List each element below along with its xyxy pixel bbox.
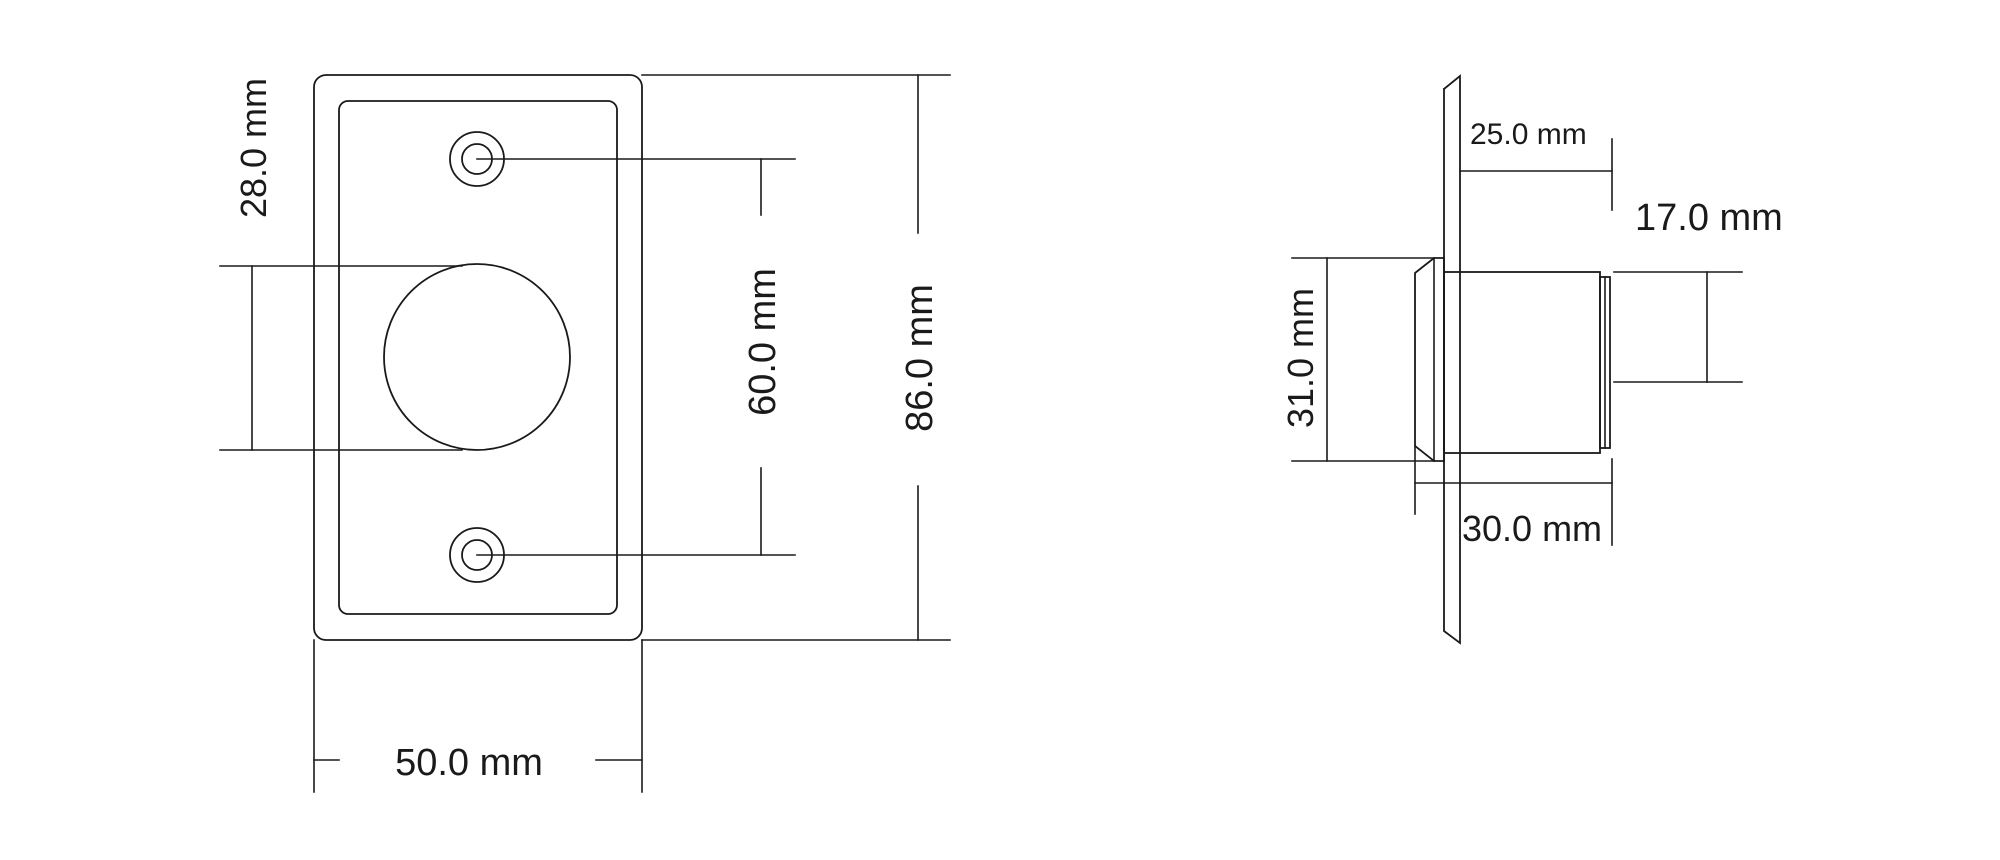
front-plate-inner-frame [338, 100, 618, 615]
width-label: 50.0 mm [395, 742, 543, 784]
plunger-diameter-label: 17.0 mm [1635, 197, 1783, 239]
total-height-label: 86.0 mm [899, 284, 941, 432]
body-depth-dimension: 30.0 mm [1414, 445, 1613, 549]
push-button-circle [383, 263, 571, 451]
body-diameter-dimension: 31.0 mm [1280, 257, 1435, 462]
side-switch-body [1443, 271, 1601, 454]
hole-spacing-dimension: 60.0 mm [476, 158, 796, 556]
total-height-dimension: 86.0 mm [641, 74, 951, 641]
side-button-bezel [1414, 257, 1445, 462]
hole-spacing-label: 60.0 mm [742, 268, 784, 416]
button-diameter-label: 28.0 mm [233, 78, 274, 218]
side-mounting-plate [1442, 74, 1461, 645]
front-plate-outline [313, 74, 643, 641]
body-diameter-label: 31.0 mm [1280, 288, 1321, 428]
width-dimension: 50.0 mm [313, 639, 643, 793]
plunger-diameter-dimension: 17.0 mm [1613, 197, 1783, 383]
body-depth-label: 30.0 mm [1462, 508, 1602, 549]
button-diameter-dimension: 28.0 mm [219, 78, 463, 451]
front-view [313, 74, 643, 641]
plate-to-body-dimension: 25.0 mm [1459, 118, 1613, 211]
plate-to-body-label: 25.0 mm [1470, 118, 1587, 151]
side-view [1414, 74, 1611, 645]
